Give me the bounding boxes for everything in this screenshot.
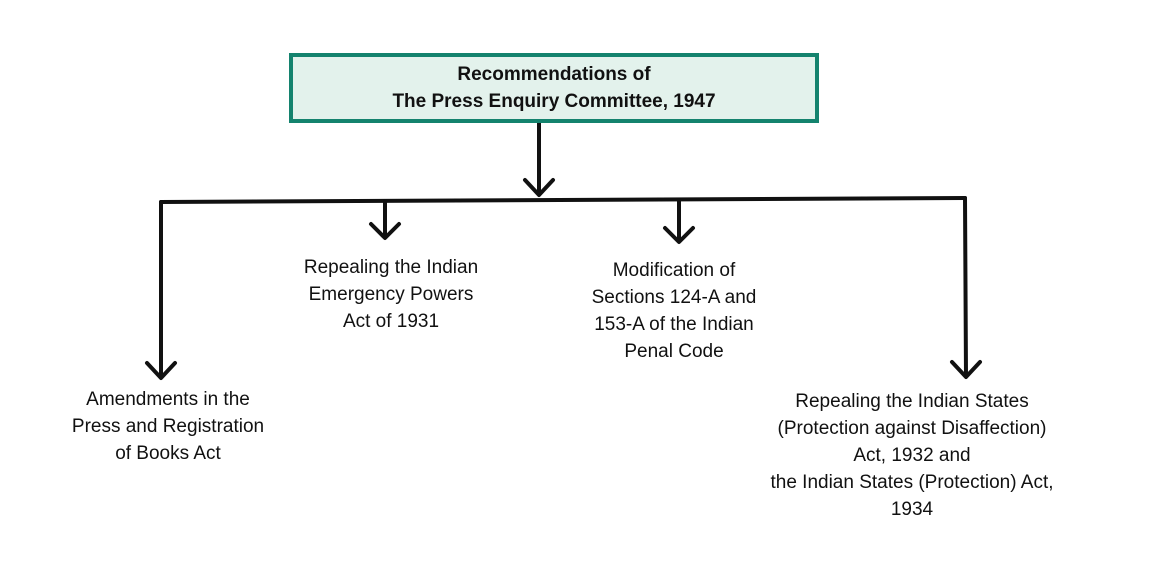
branch-3-arrowhead [950, 360, 982, 379]
branch-3-line [963, 196, 968, 378]
branch-2-line-1: Modification of [612, 260, 736, 281]
branch-node-penal-code-sections: Modification of Sections 124-A and 153-A… [554, 257, 794, 365]
branch-0-line-3: of Books Act [115, 443, 221, 464]
trunk-arrowhead [523, 178, 555, 197]
branch-3-line-5: 1934 [890, 499, 934, 520]
branch-2-line-2: Sections 124-A and [591, 287, 757, 308]
branch-3-line-3: Act, 1932 and [853, 445, 971, 466]
branch-3-line-4: the Indian States (Protection) Act, [770, 472, 1054, 493]
branch-1-line-1: Repealing the Indian [303, 257, 479, 278]
root-title-line-2: The Press Enquiry Committee, 1947 [392, 91, 716, 112]
branch-node-press-registration-act: Amendments in the Press and Registration… [48, 386, 288, 467]
branch-1-line-2: Emergency Powers [308, 284, 474, 305]
root-title-line-1: Recommendations of [457, 64, 651, 85]
branch-1-arrowhead [369, 222, 401, 240]
branch-3-line-2: (Protection against Disaffection) [777, 418, 1047, 439]
branch-node-indian-states-acts: Repealing the Indian States (Protection … [712, 388, 1112, 523]
branch-2-line-3: 153-A of the Indian [594, 314, 754, 335]
root-node: Recommendations of The Press Enquiry Com… [289, 53, 819, 123]
branch-1-line-3: Act of 1931 [342, 311, 440, 332]
branch-node-emergency-powers-act: Repealing the Indian Emergency Powers Ac… [271, 254, 511, 335]
branch-0-line-2: Press and Registration [71, 416, 265, 437]
branch-3-line-1: Repealing the Indian States [795, 391, 1029, 412]
branch-0-line-1: Amendments in the [86, 389, 250, 410]
branch-2-arrowhead [663, 226, 695, 244]
branch-0-arrowhead [145, 361, 177, 380]
horizontal-bar [159, 196, 967, 204]
root-title: Recommendations of The Press Enquiry Com… [392, 61, 715, 115]
branch-2-line-4: Penal Code [624, 341, 724, 362]
